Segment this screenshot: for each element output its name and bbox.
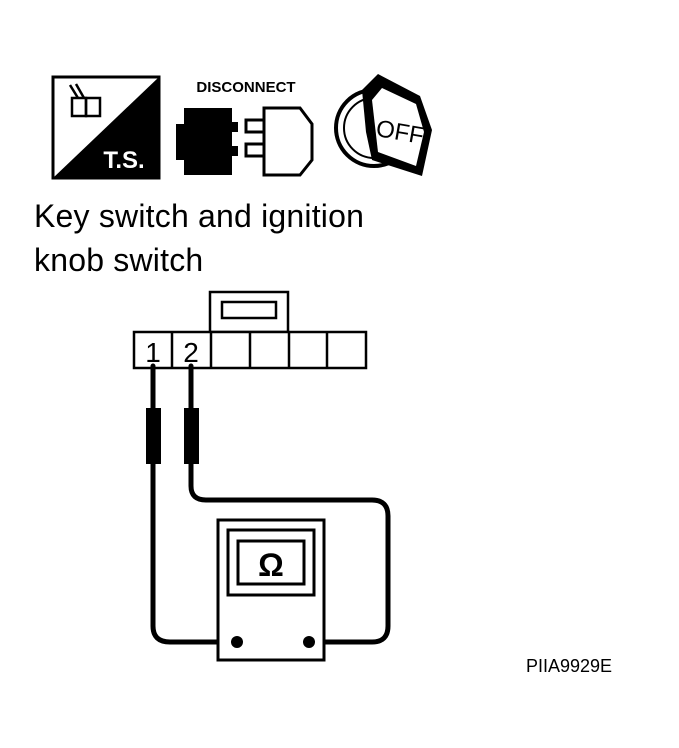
ohm-symbol: Ω [258,547,284,583]
probe-leads [150,363,391,645]
disconnect-icon: DISCONNECT [176,79,314,177]
caption-line-1: Key switch and ignition [34,198,365,234]
meter-terminal-right [303,636,315,648]
probe-2 [184,408,199,464]
probe-1 [146,408,161,464]
disconnect-label: DISCONNECT [196,79,295,96]
ignition-key-off-icon: OFF [334,74,432,176]
connector: 1 2 [132,290,368,370]
meter-terminal-left [231,636,243,648]
terminal-2-label: 2 [183,337,199,368]
ts-icon: T.S. [51,75,161,180]
reference-code: PIIA9929E [526,656,613,676]
caption-line-2: knob switch [34,242,204,278]
ohmmeter: Ω [216,518,326,662]
ts-label: T.S. [103,147,144,174]
terminal-1-label: 1 [145,337,161,368]
